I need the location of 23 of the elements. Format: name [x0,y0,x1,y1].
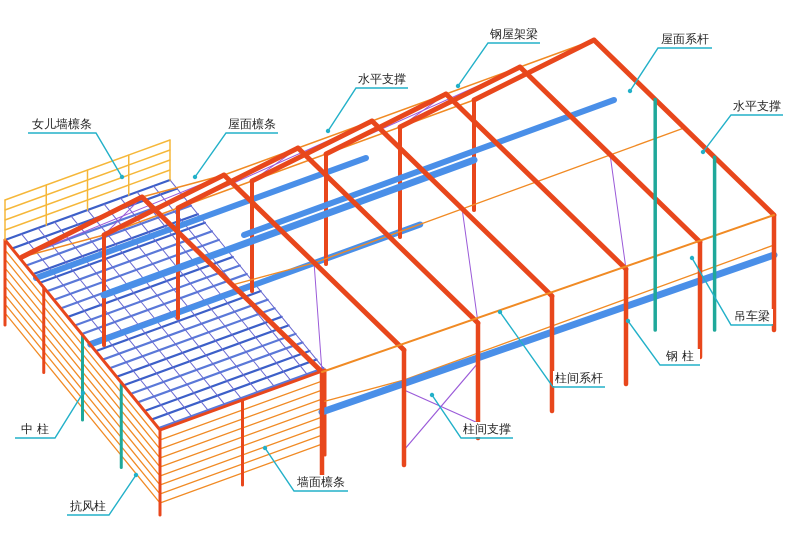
part-label: 吊车梁 [731,309,773,324]
part-label: 水平支撑 [356,72,408,87]
leader-line [628,47,712,94]
leader-line [626,318,700,366]
part-label: 屋面系杆 [658,32,712,47]
leader-line [690,256,773,326]
leader-line [456,42,540,88]
leader-line [326,87,408,134]
leader-line [430,392,513,439]
leader-line [67,472,138,516]
part-label: 屋面檩条 [226,117,278,132]
leader-line [15,390,86,439]
part-label: 柱间支撑 [461,422,513,437]
leader-line [192,132,278,180]
leader-line [498,310,605,388]
leader-line [28,132,124,180]
part-label: 水平支撑 [731,99,783,114]
leader-line [700,114,783,154]
part-label: 抗风柱 [67,499,109,514]
part-label: 柱间系杆 [553,371,605,386]
leader-line [262,446,348,492]
part-label: 钢 柱 [660,349,700,364]
part-label: 钢屋架梁 [488,27,540,42]
